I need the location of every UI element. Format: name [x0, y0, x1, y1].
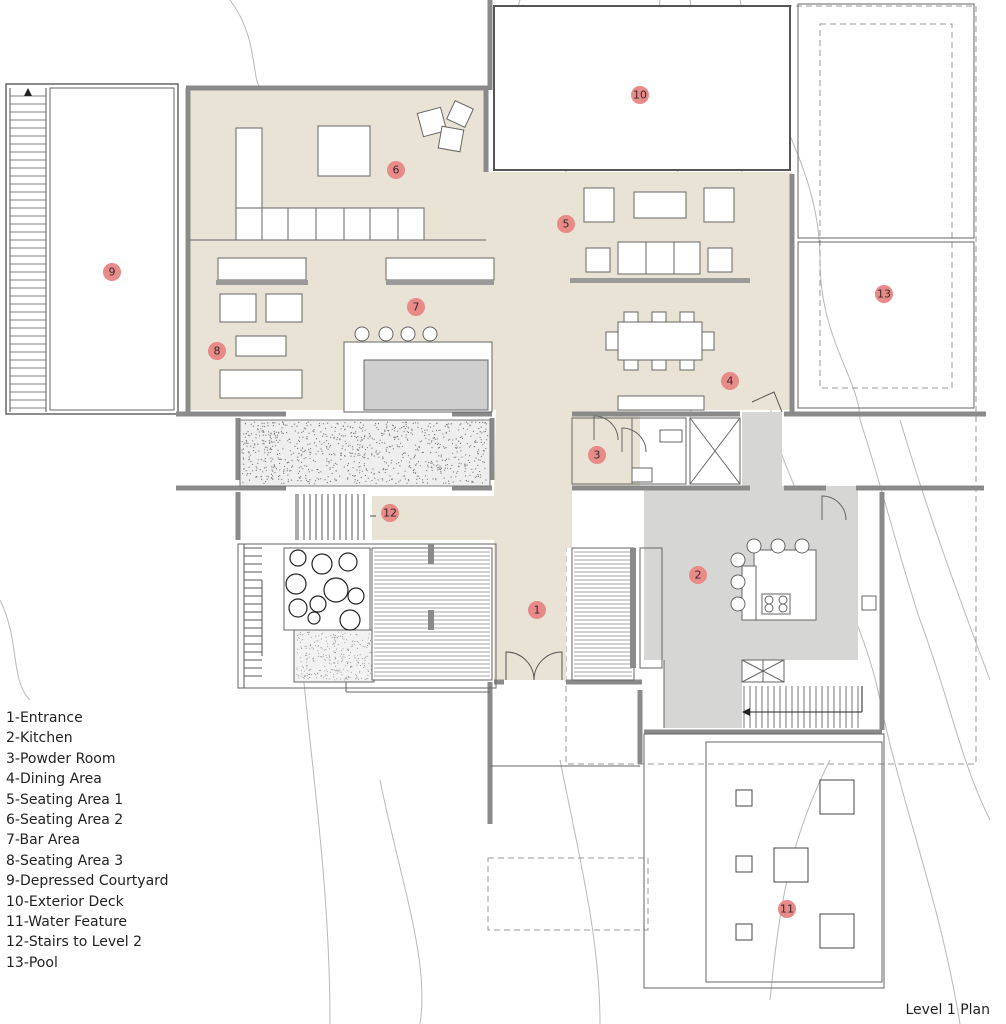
room-marker-4: 4	[721, 372, 739, 390]
dining-furniture	[605, 311, 715, 411]
legend-item: 1-Entrance	[6, 710, 83, 726]
room-marker-label: 3	[594, 449, 601, 462]
gravel-texture	[241, 421, 489, 485]
legend-item: 9-Depressed Courtyard	[6, 873, 169, 890]
entry-floor	[372, 410, 640, 680]
legend-item: 8-Seating Area 3	[6, 852, 124, 869]
planter-gravel	[293, 629, 375, 683]
room-marker-label: 8	[214, 345, 221, 358]
legend-item: 13-Pool	[6, 954, 58, 971]
room-marker-12: 12	[381, 504, 399, 522]
room-marker-label: 12	[383, 507, 397, 520]
legend-item: 10-Exterior Deck	[6, 893, 124, 910]
room-marker-10: 10	[631, 86, 649, 104]
legend-item: 5-Seating Area 1	[6, 791, 124, 808]
room-marker-label: 6	[393, 164, 400, 177]
room-marker-11: 11	[778, 900, 796, 918]
room-marker-label: 7	[413, 301, 420, 314]
entrance-doors[interactable]	[505, 651, 563, 681]
room-marker-label: 10	[633, 89, 647, 102]
seating-area-1-furniture	[570, 187, 750, 283]
walls	[176, 0, 986, 824]
stair-level2	[243, 494, 376, 688]
room-marker-9: 9	[103, 263, 121, 281]
powder-room-fixtures	[593, 415, 683, 483]
slatted-deck-right	[571, 547, 635, 681]
legend-item: 12-Stairs to Level 2	[6, 934, 143, 951]
legend-item: 6-Seating Area 2	[6, 812, 124, 829]
room-marker-8: 8	[208, 342, 226, 360]
stair-kitchen	[743, 686, 859, 728]
interior-lines	[190, 239, 885, 989]
tree-symbols	[285, 549, 365, 631]
seating-area-2-furniture	[235, 100, 474, 241]
bar-area-furniture	[216, 257, 495, 413]
pool	[797, 3, 975, 409]
room-marker-6: 6	[387, 161, 405, 179]
depressed-courtyard	[5, 83, 179, 415]
room-marker-3: 3	[588, 446, 606, 464]
room-marker-label: 9	[109, 266, 116, 279]
room-marker-7: 7	[407, 298, 425, 316]
room-marker-13: 13	[875, 285, 893, 303]
water-feature-blocks	[735, 779, 855, 949]
room-marker-label: 5	[563, 218, 570, 231]
kitchen-fixtures	[730, 495, 877, 683]
room-marker-label: 13	[877, 288, 891, 301]
legend-item: 4-Dining Area	[6, 771, 102, 788]
legend-item: 3-Powder Room	[6, 750, 116, 767]
room-marker-label: 1	[534, 604, 541, 617]
room-marker-label: 4	[727, 375, 734, 388]
room-marker-1: 1	[528, 601, 546, 619]
room-marker-5: 5	[557, 215, 575, 233]
legend-item: 7-Bar Area	[6, 832, 81, 849]
room-marker-2: 2	[689, 566, 707, 584]
room-marker-label: 11	[780, 903, 794, 916]
legend-item: 11-Water Feature	[6, 914, 128, 931]
room-marker-label: 2	[695, 569, 702, 582]
plan-title: Level 1 Plan	[905, 1002, 990, 1018]
legend-item: 2-Kitchen	[6, 730, 73, 747]
room-legend: 1-Entrance 2-Kitchen 3-Powder Room 4-Din…	[6, 708, 169, 973]
